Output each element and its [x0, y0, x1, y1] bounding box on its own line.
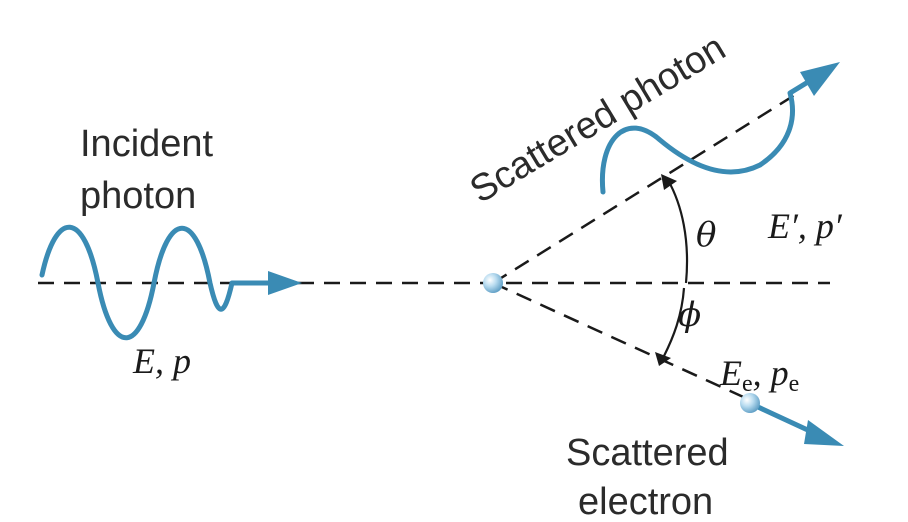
scattered-electron-arrow-shaft: [755, 404, 815, 435]
scattered-photon-momentum-p: p′: [813, 206, 843, 246]
theta-label: θ: [696, 215, 716, 255]
scattered-photon-label: Scattered photon: [463, 27, 733, 212]
theta-arc: [667, 179, 689, 284]
electron-momentum-subscript: e: [789, 371, 800, 397]
scattered-electron-label-line2: electron: [578, 481, 713, 522]
electron-energy-label: Ee, pe: [719, 353, 799, 397]
target-electron: [483, 273, 503, 293]
scattered-electron: [740, 393, 760, 413]
scattered-electron-direction-line: [492, 281, 751, 402]
scattered-photon-energy-label: E′, p′: [767, 206, 843, 246]
electron-energy-subscript: e: [742, 371, 753, 397]
scattered-photon-wave: [599, 79, 811, 195]
scattered-photon-direction-line: [492, 91, 799, 285]
theta-arrowhead: [661, 174, 677, 190]
scattered-photon-energy-E: E′: [767, 206, 799, 246]
electron-momentum-p: p: [768, 353, 789, 393]
scattered-photon-arrowhead: [800, 62, 840, 96]
phi-arc: [663, 287, 686, 357]
incident-energy-label: E, p: [132, 341, 191, 381]
scattered-electron-arrowhead: [804, 420, 844, 446]
phi-label: ϕ: [678, 295, 701, 335]
electron-energy-E: E: [719, 353, 742, 393]
scattered-electron-label-line1: Scattered: [566, 432, 729, 474]
phi-arrowhead: [655, 352, 671, 366]
incident-photon-wave: [39, 224, 271, 341]
incident-photon-label-line2: photon: [80, 175, 196, 217]
incident-photon-arrowhead: [268, 271, 302, 295]
incident-photon-label-line1: Incident: [80, 123, 214, 165]
